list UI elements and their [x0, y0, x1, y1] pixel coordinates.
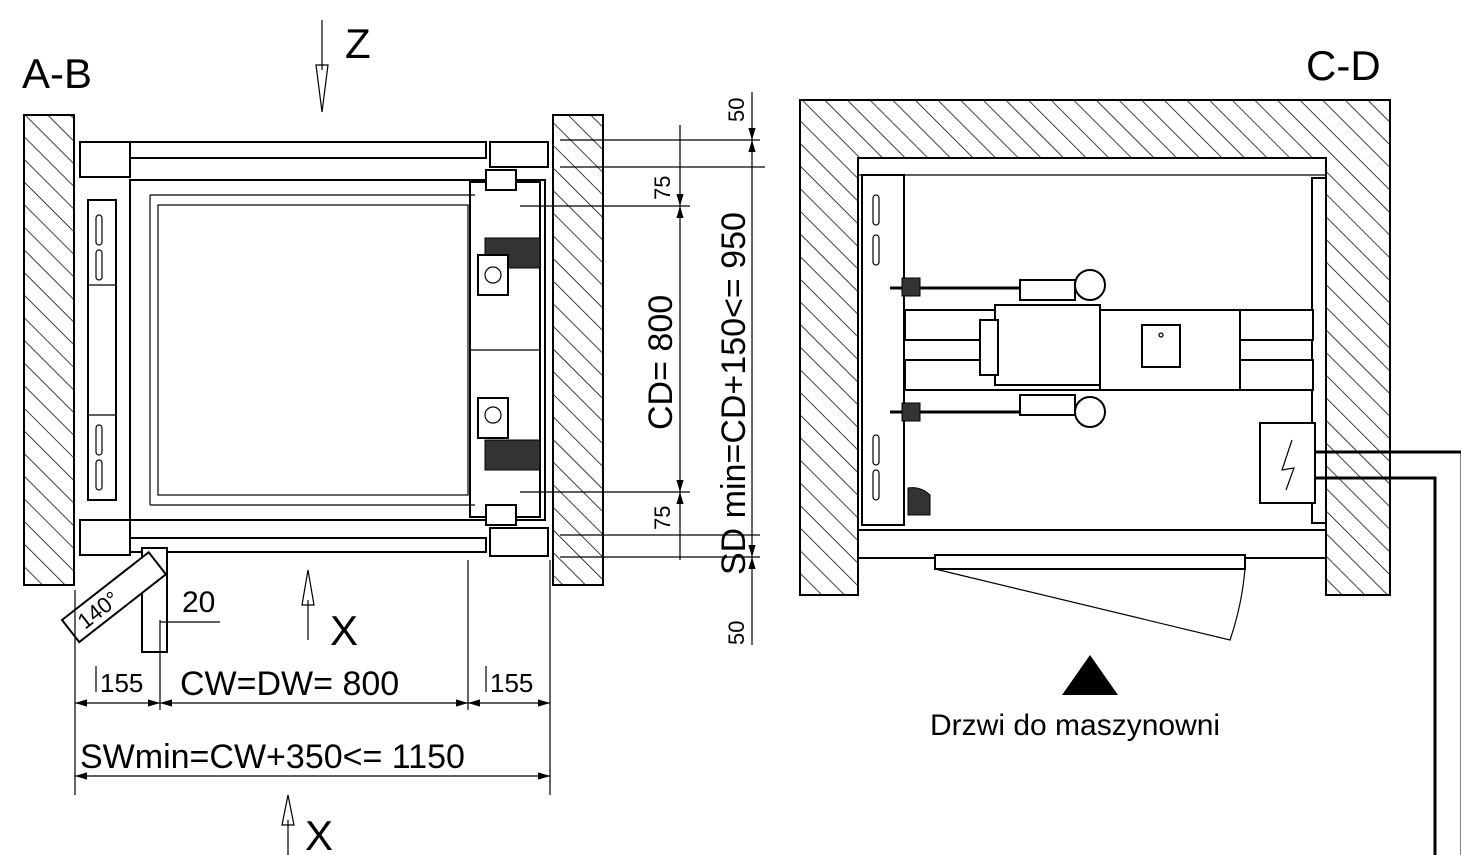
x-arrow-middle-icon	[301, 569, 315, 606]
bottom-right-frame	[489, 527, 549, 557]
top-right-frame	[489, 141, 549, 168]
upper-offset-dimension: 75	[650, 176, 675, 200]
car-depth-dimension: CD= 800	[642, 295, 680, 430]
shaft-depth-dimension: SD min=CD+150<= 950	[715, 212, 753, 575]
gearbox	[994, 304, 1101, 386]
terminal-box-icon	[1141, 324, 1181, 368]
top-door-frame	[79, 141, 131, 178]
x-arrow-bottom-label: X	[305, 812, 333, 855]
top-gap-dimension: 50	[724, 98, 749, 122]
right-view-title: C-D	[1306, 42, 1381, 89]
z-arrow-icon	[315, 64, 329, 113]
lamp-icon	[907, 487, 931, 516]
left-shaft-wall	[23, 114, 75, 586]
door-angle-box	[60, 550, 168, 644]
electrical-panel	[1259, 422, 1316, 504]
bottom-door-panel	[129, 537, 487, 553]
bottom-gap-dimension: 50	[724, 621, 749, 645]
high-voltage-icon	[1281, 439, 1295, 491]
right-view: C-D	[799, 42, 1461, 855]
car-width-dimension: CW=DW= 800	[180, 665, 399, 703]
door-marker-icon	[1062, 655, 1118, 695]
lower-offset-dimension: 75	[650, 506, 675, 530]
car-outline	[129, 179, 546, 521]
door-offset-label: 20	[182, 586, 215, 619]
machine-left-rail	[861, 174, 905, 526]
left-view-title: A-B	[22, 50, 92, 97]
right-shaft-wall	[552, 114, 604, 586]
power-cable-inner	[1315, 476, 1437, 855]
x-arrow-middle-label: X	[330, 607, 358, 654]
door-swing-arc	[934, 568, 1246, 641]
left-side-dimension: 155	[100, 668, 143, 698]
right-side-dimension: 155	[490, 668, 533, 698]
car-inner	[157, 204, 469, 496]
machine-room-door-label: Drzwi do maszynowni	[930, 709, 1220, 742]
left-view: A-B	[22, 20, 765, 855]
sheave-upper-icon	[1074, 269, 1106, 301]
room-door-threshold	[857, 529, 1327, 559]
lower-guide-shoe	[484, 439, 541, 471]
bottom-door-frame	[79, 519, 131, 556]
top-door-panel	[129, 141, 487, 159]
sheave-lower-icon	[1074, 396, 1106, 428]
x-arrow-bottom-icon	[281, 794, 295, 826]
room-door-leaf	[934, 554, 1246, 570]
shaft-width-dimension: SWmin=CW+350<= 1150	[80, 738, 465, 776]
power-cable-outer	[1315, 450, 1461, 855]
left-guide-rail	[87, 199, 117, 501]
z-arrow-label: Z	[345, 20, 371, 67]
